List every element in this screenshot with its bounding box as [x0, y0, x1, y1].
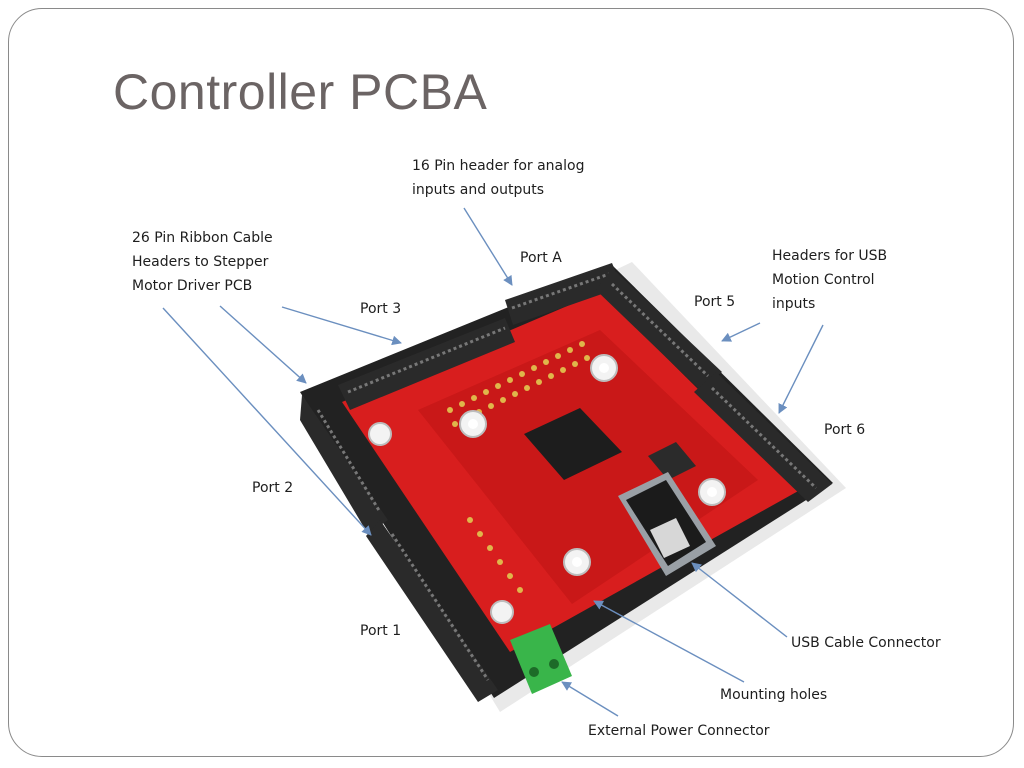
- arrow-port5: [721, 322, 761, 342]
- arrow-ribbon-a: [219, 305, 307, 384]
- pin-array: [447, 341, 590, 593]
- label-usb-headers-line1: Headers for USB: [772, 248, 888, 264]
- slide-title: Controller PCBA: [113, 64, 488, 120]
- header-port-a: [505, 263, 622, 325]
- header-port-5: [596, 268, 722, 390]
- label-16pin-line2: inputs and outputs: [412, 182, 545, 198]
- main-chip: [524, 408, 622, 480]
- label-external-power: External Power Connector: [588, 723, 770, 739]
- label-port-3: Port 3: [360, 301, 402, 317]
- arrow-port3: [281, 306, 402, 346]
- label-usb-headers-line3: inputs: [772, 296, 816, 312]
- label-port-a: Port A: [520, 250, 562, 266]
- header-port-3: [338, 318, 515, 410]
- arrow-16pin: [463, 207, 513, 286]
- label-port-6: Port 6: [824, 422, 866, 438]
- arrow-usb-cable: [691, 562, 788, 638]
- label-usb-cable-connector: USB Cable Connector: [791, 635, 941, 651]
- label-port-1: Port 1: [360, 623, 402, 639]
- label-ribbon-line1: 26 Pin Ribbon Cable: [132, 230, 273, 246]
- arrow-usb-headers: [778, 324, 824, 414]
- label-16pin-header: 16 Pin header for analog inputs and outp…: [412, 154, 584, 202]
- usb-connector: [618, 472, 716, 576]
- label-port-2: Port 2: [252, 480, 294, 496]
- header-port-6: [694, 372, 832, 502]
- label-26pin-ribbon: 26 Pin Ribbon Cable Headers to Stepper M…: [132, 226, 273, 298]
- arrow-mounting: [593, 600, 745, 683]
- arrow-ribbon-b: [162, 307, 372, 536]
- header-port-2: [300, 395, 388, 534]
- secondary-chip: [648, 442, 696, 480]
- label-mounting-holes: Mounting holes: [720, 687, 828, 703]
- header-port-1: [366, 520, 498, 702]
- label-ribbon-line3: Motor Driver PCB: [132, 278, 253, 294]
- callout-arrows: [162, 207, 824, 717]
- label-port-5: Port 5: [694, 294, 736, 310]
- arrow-power: [561, 681, 619, 717]
- label-usb-headers: Headers for USB Motion Control inputs: [772, 244, 887, 316]
- power-terminal-block: [510, 624, 572, 694]
- label-ribbon-line2: Headers to Stepper: [132, 254, 269, 270]
- label-16pin-line1: 16 Pin header for analog: [412, 158, 585, 174]
- label-usb-headers-line2: Motion Control: [772, 272, 875, 288]
